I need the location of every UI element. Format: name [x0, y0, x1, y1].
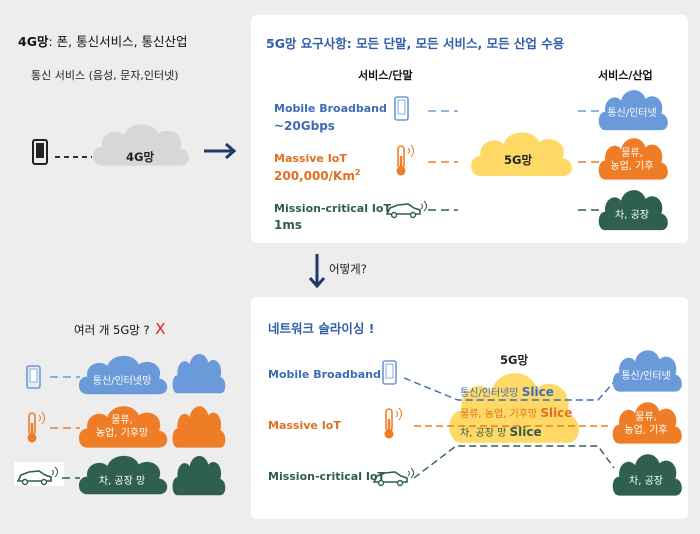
slice-telecom-suffix: Slice: [521, 385, 554, 399]
slice-line-blue: [403, 377, 615, 401]
phone-icon: [26, 365, 41, 389]
title-rest: : 폰, 통신서비스, 통신산업: [48, 34, 188, 49]
row-miot-sup: 2: [354, 168, 361, 177]
cloud-4g-label: 4G망: [126, 150, 155, 164]
cloud-telecom-label: 통신/인터넷: [607, 108, 657, 119]
thermometer-icon: [396, 144, 414, 176]
cloud-telecom-net-label: 통신/인터넷망: [92, 376, 152, 387]
right-arrow-icon: [204, 142, 237, 160]
cloud-small-green: [172, 456, 226, 496]
slice-logistics-suffix: Slice: [540, 406, 573, 420]
phone-icon: [32, 139, 48, 165]
cloud-small-blue: [172, 354, 226, 394]
cloud-logistics-label: 물류, 농업, 기후: [610, 148, 654, 172]
slice-row-miot: Massive IoT: [268, 419, 341, 432]
cloud-5g-sliced-title: 5G망: [500, 353, 529, 367]
multi-5g-title: 여러 개 5G망 ? X: [74, 320, 166, 338]
cloud-telecom-label-b: 통신/인터넷: [621, 371, 671, 382]
row-mciot-name: Mission-critical IoT: [274, 202, 391, 215]
slice-row-mbb: Mobile Broadband: [268, 368, 381, 381]
cloud-5g-label: 5G망: [504, 153, 533, 167]
col-industry-header: 서비스/산업: [598, 69, 653, 82]
car-icon: [372, 467, 414, 487]
row-mbb-name: Mobile Broadband: [274, 102, 387, 115]
how-question: 어떻게?: [329, 262, 367, 276]
cloud-factory-label: 차, 공장: [615, 210, 649, 221]
thermometer-icon: [27, 411, 45, 443]
phone-icon: [394, 96, 409, 121]
col-device-header: 서비스/단말: [358, 69, 413, 82]
phone-icon: [382, 360, 397, 385]
row-mciot-value: 1ms: [274, 218, 302, 232]
subtitle-4g: 통신 서비스 (음성, 문자,인터넷): [31, 69, 179, 82]
slice-factory-suffix: Slice: [509, 425, 542, 439]
row-miot-name: Massive IoT: [274, 152, 347, 165]
slice-logistics-text: 물류, 농업, 기후망: [460, 409, 538, 420]
cloud-logistics-label-b: 물류, 농업, 기후: [624, 412, 668, 436]
row-miot-value-text: 200,000/Km: [274, 169, 355, 183]
cloud-factory-label-b: 차, 공장: [629, 476, 663, 487]
section-title-4g: 4G망: 폰, 통신서비스, 통신산업: [18, 31, 188, 50]
thermometer-icon: [384, 407, 402, 439]
down-arrow-icon: [308, 254, 326, 289]
slicing-title: 네트워크 슬라이싱 !: [268, 321, 375, 336]
slice-row-mciot: Mission-critical IoT: [268, 470, 385, 483]
cloud-small-orange: [172, 406, 226, 448]
slice-factory-text: 차, 공장 망: [460, 428, 507, 439]
requirements-title: 5G망 요구사항: 모든 단말, 모든 서비스, 모든 산업 수용: [266, 36, 565, 51]
cloud-factory-net-label: 차, 공장 망: [98, 476, 146, 487]
cloud-logistics-net-label: 물류, 농업, 기후망: [95, 415, 149, 439]
car-icon: [385, 200, 427, 219]
slice-telecom-text: 통신/인터넷망: [460, 388, 519, 399]
slice-telecom: 통신/인터넷망 Slice: [460, 384, 554, 399]
slice-line-green: [413, 445, 615, 479]
slice-logistics: 물류, 농업, 기후망 Slice: [460, 405, 572, 420]
row-mbb-value: ~20Gbps: [274, 119, 335, 133]
title-bold: 4G망: [18, 34, 49, 49]
row-miot-value: 200,000/Km2: [274, 168, 360, 183]
multi-5g-text: 여러 개 5G망 ?: [74, 323, 150, 337]
car-icon: [14, 462, 64, 486]
slice-factory: 차, 공장 망 Slice: [460, 424, 542, 439]
x-mark: X: [155, 320, 166, 338]
